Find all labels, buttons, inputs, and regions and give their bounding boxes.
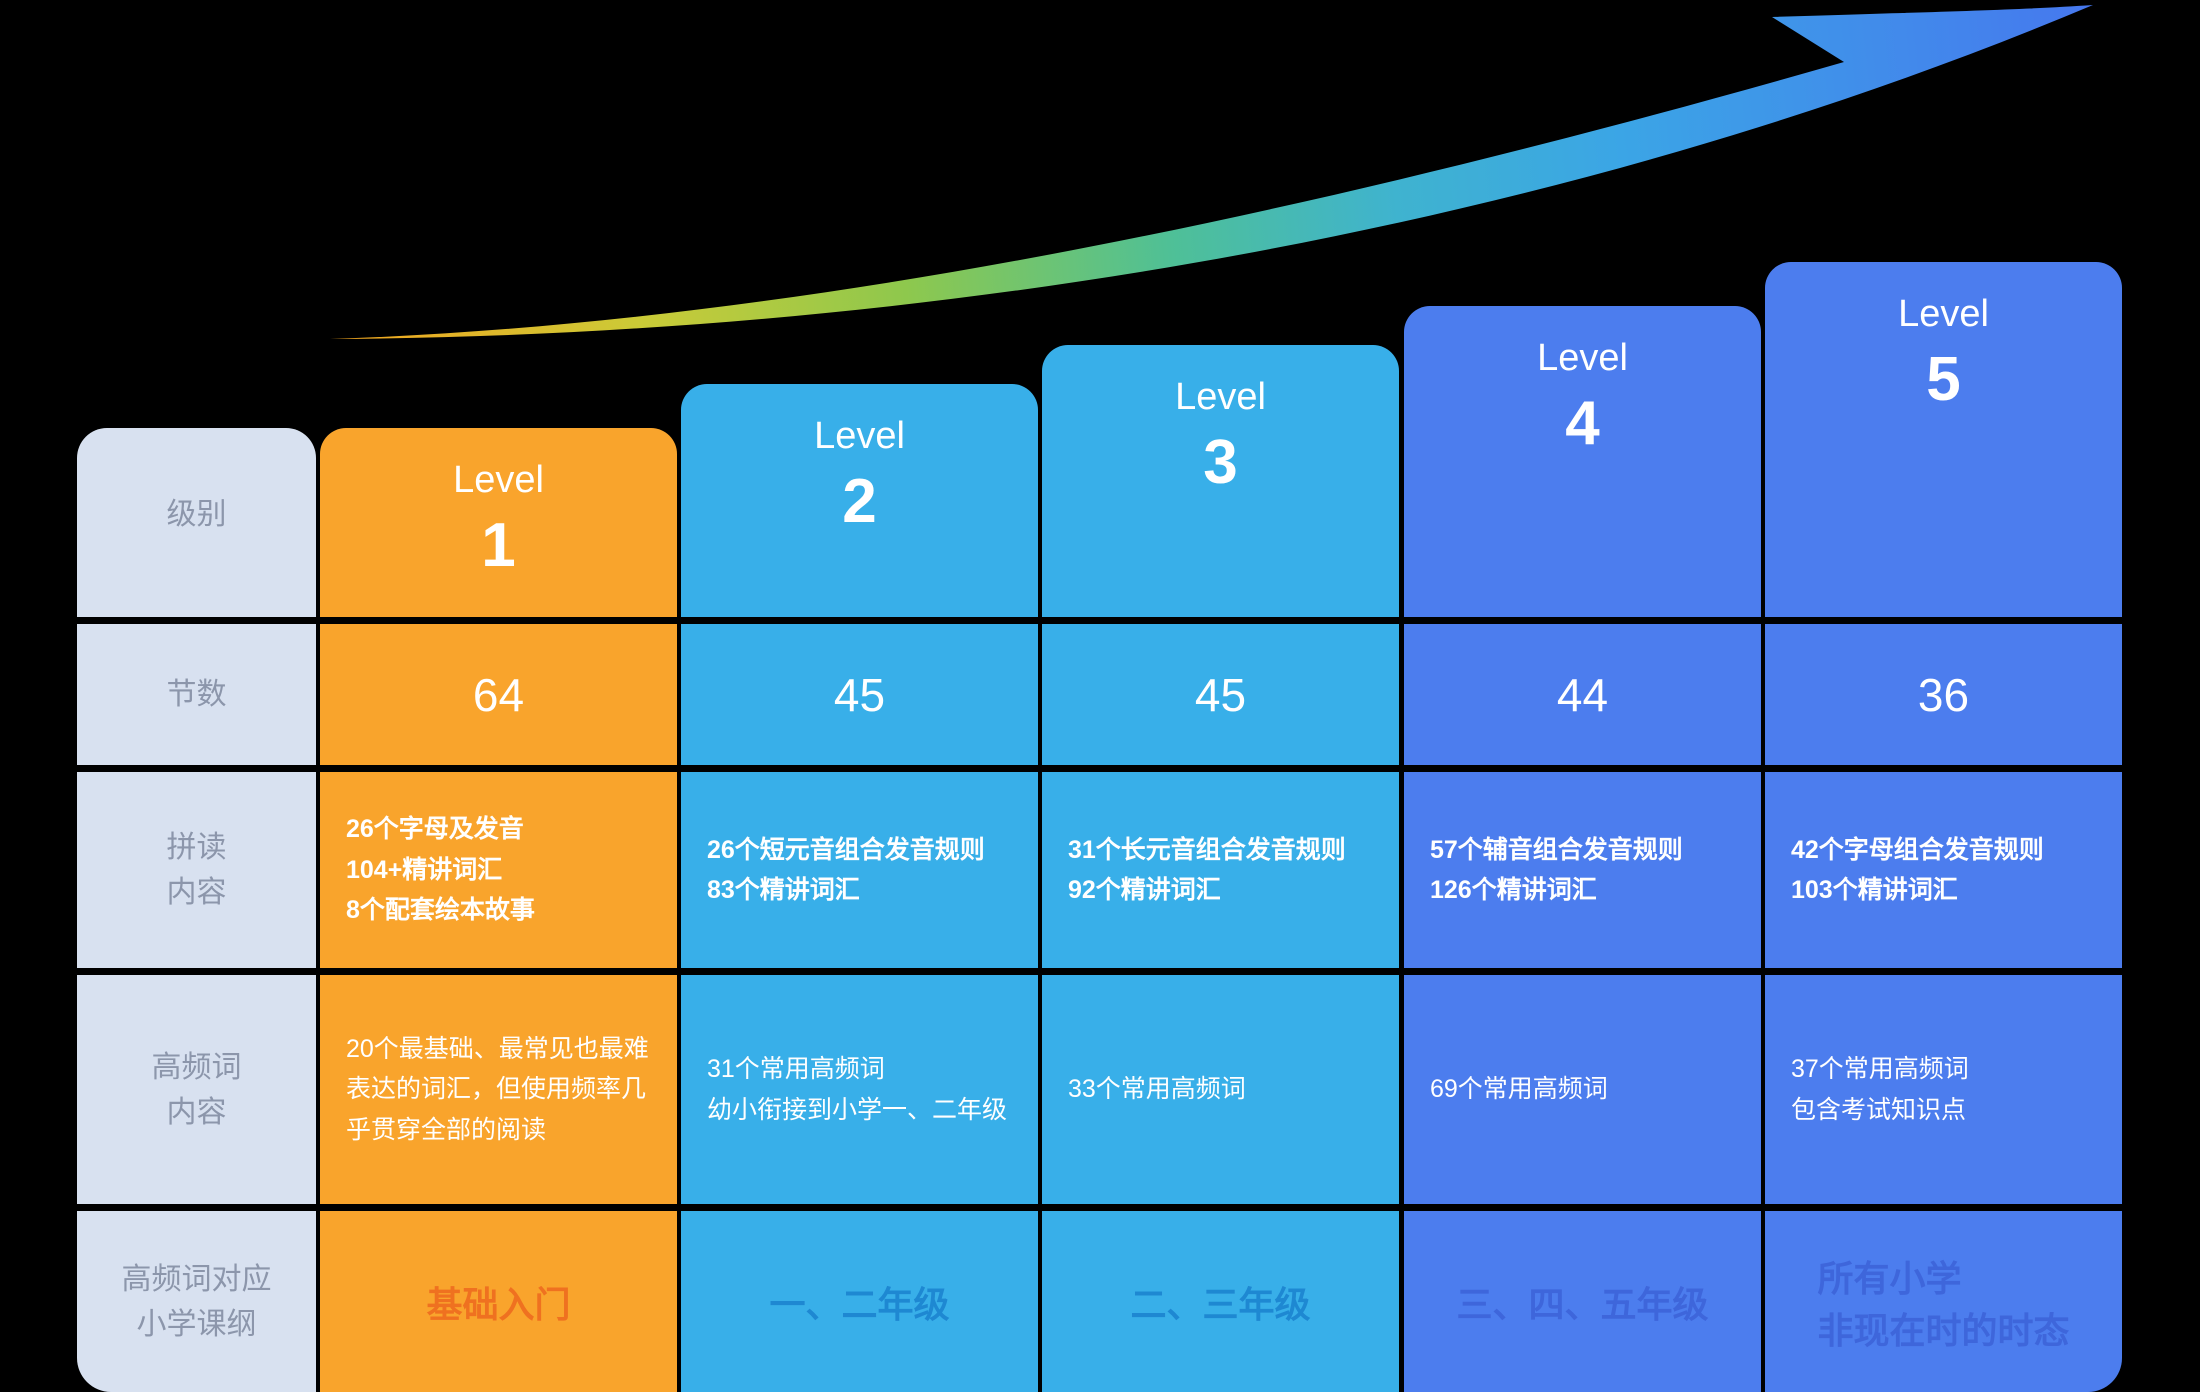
- level-1-sessions-value: 64: [472, 668, 525, 721]
- row-label-sight-words: 高频词 内容: [77, 975, 316, 1204]
- level-5-sessions: 36: [1765, 624, 2122, 765]
- level-5-number: 5: [1926, 344, 1961, 414]
- level-4-number: 4: [1565, 388, 1600, 458]
- level-3-number: 3: [1203, 427, 1238, 497]
- level-5-phonics-text: 42个字母组合发音规则 103个精讲词汇: [1791, 835, 2044, 905]
- level-2-sight-words-text: 31个常用高频词 幼小衔接到小学一、二年级: [707, 1055, 1008, 1124]
- row-label-sight-words-text: 高频词 内容: [151, 1050, 242, 1129]
- level-4-phonics-text: 57个辅音组合发音规则 126个精讲词汇: [1430, 835, 1683, 905]
- level-2-number: 2: [842, 466, 877, 536]
- row-label-level-text: 级别: [166, 498, 227, 531]
- level-1-word: Level: [453, 459, 544, 501]
- level-2-sight-words: 31个常用高频词 幼小衔接到小学一、二年级: [681, 975, 1038, 1204]
- level-3-sessions: 45: [1042, 624, 1399, 765]
- level-5-word: Level: [1898, 293, 1989, 335]
- level-1-number: 1: [481, 510, 516, 580]
- level-5-sight-words: 37个常用高频词 包含考试知识点: [1765, 975, 2122, 1204]
- level-2-phonics: 26个短元音组合发音规则 83个精讲词汇: [681, 772, 1038, 968]
- level-2-curriculum-text: 一、二年级: [769, 1283, 950, 1325]
- level-4-curriculum: 三、四、五年级: [1404, 1211, 1761, 1392]
- row-label-phonics: 拼读 内容: [77, 772, 316, 968]
- level-2-curriculum: 一、二年级: [681, 1211, 1038, 1392]
- level-4-word: Level: [1537, 337, 1628, 379]
- level-2-phonics-text: 26个短元音组合发音规则 83个精讲词汇: [707, 835, 985, 905]
- level-5-sight-words-text: 37个常用高频词 包含考试知识点: [1791, 1055, 1969, 1124]
- level-1-phonics-text: 26个字母及发音 104+精讲词汇 8个配套绘本故事: [346, 815, 535, 925]
- level-2-sessions: 45: [681, 624, 1038, 765]
- row-label-level: 级别: [77, 428, 316, 617]
- level-1-curriculum: 基础入门: [320, 1211, 677, 1392]
- level-4-sessions-value: 44: [1556, 668, 1609, 721]
- level-1-sight-words: 20个最基础、最常见也最难表达的词汇，但使用频率几乎贯穿全部的阅读: [320, 975, 677, 1204]
- level-1-header: Level 1: [320, 428, 677, 617]
- row-label-curriculum: 高频词对应 小学课纲: [77, 1211, 316, 1392]
- level-3-header: Level 3: [1042, 345, 1399, 617]
- level-4-sight-words: 69个常用高频词: [1404, 975, 1761, 1204]
- level-4-curriculum-text: 三、四、五年级: [1456, 1283, 1709, 1325]
- level-1-sight-words-text: 20个最基础、最常见也最难表达的词汇，但使用频率几乎贯穿全部的阅读: [346, 1034, 649, 1144]
- level-2-word: Level: [814, 415, 905, 457]
- level-2-header: Level 2: [681, 384, 1038, 617]
- level-1-sessions: 64: [320, 624, 677, 765]
- level-3-curriculum-text: 二、三年级: [1130, 1283, 1311, 1325]
- row-label-sessions-text: 节数: [166, 678, 227, 711]
- level-3-word: Level: [1175, 376, 1266, 418]
- level-4-phonics: 57个辅音组合发音规则 126个精讲词汇: [1404, 772, 1761, 968]
- level-1-curriculum-text: 基础入门: [426, 1283, 571, 1325]
- level-5-sessions-value: 36: [1917, 668, 1970, 721]
- level-5-header: Level 5: [1765, 262, 2122, 617]
- row-label-phonics-text: 拼读 内容: [166, 831, 227, 909]
- row-label-sessions: 节数: [77, 624, 316, 765]
- level-3-phonics: 31个长元音组合发音规则 92个精讲词汇: [1042, 772, 1399, 968]
- level-3-phonics-text: 31个长元音组合发音规则 92个精讲词汇: [1068, 835, 1346, 905]
- level-5-curriculum: 所有小学 非现在时的时态: [1765, 1211, 2122, 1392]
- level-3-sessions-value: 45: [1194, 668, 1247, 721]
- level-3-sight-words-text: 33个常用高频词: [1068, 1075, 1246, 1104]
- row-label-curriculum-text: 高频词对应 小学课纲: [121, 1262, 272, 1341]
- level-1-phonics: 26个字母及发音 104+精讲词汇 8个配套绘本故事: [320, 772, 677, 968]
- level-2-sessions-value: 45: [833, 668, 886, 721]
- level-3-curriculum: 二、三年级: [1042, 1211, 1399, 1392]
- level-3-sight-words: 33个常用高频词: [1042, 975, 1399, 1204]
- level-4-header: Level 4: [1404, 306, 1761, 617]
- level-5-phonics: 42个字母组合发音规则 103个精讲词汇: [1765, 772, 2122, 968]
- level-4-sight-words-text: 69个常用高频词: [1430, 1075, 1608, 1104]
- level-4-sessions: 44: [1404, 624, 1761, 765]
- level-5-curriculum-text: 所有小学 非现在时的时态: [1817, 1257, 2070, 1351]
